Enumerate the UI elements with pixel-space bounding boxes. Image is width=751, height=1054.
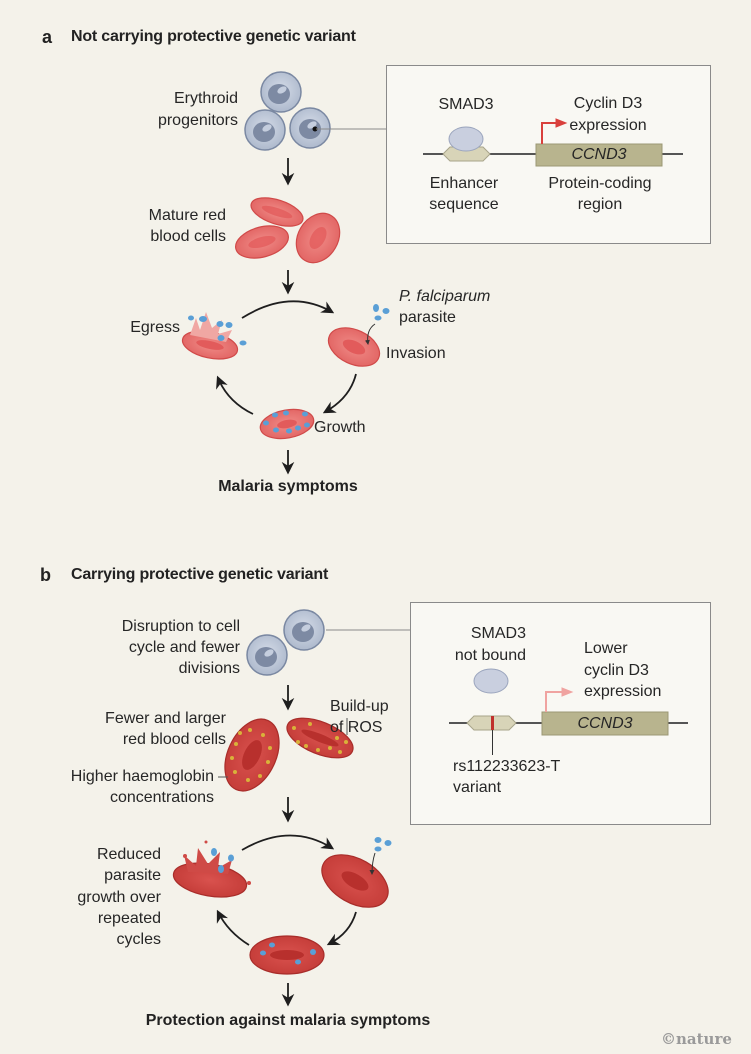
reduced-growth-label-line5: cycles	[116, 931, 161, 948]
erythroid-progenitor-cells	[244, 71, 331, 151]
smad3-label: SMAD3	[438, 96, 494, 113]
progenitor-cells-b	[246, 609, 325, 676]
reduced-transcription-arrow-icon	[545, 687, 574, 712]
growth-cell-b	[249, 935, 325, 975]
cycle-arrow	[322, 373, 357, 414]
protection-outcome: Protection against malaria symptoms	[145, 1012, 431, 1029]
fewer-rbc-label-line2: red blood cells	[122, 731, 226, 748]
gene-diagram-b	[449, 668, 688, 755]
growth-cell	[259, 408, 315, 440]
invasion-cell	[327, 304, 390, 367]
disruption-label-line3: divisions	[178, 660, 240, 677]
reduced-growth-label-line1: Reduced	[96, 846, 161, 863]
cycle-arrow	[326, 911, 357, 946]
smad3-label-line1: SMAD3	[470, 625, 526, 642]
variant-marker	[491, 716, 494, 730]
cycle-arrow	[241, 300, 335, 319]
expression-label-line2: cyclin D3	[584, 662, 649, 679]
reduced-growth-label-line2: parasite	[104, 867, 161, 884]
panel-b-letter: b	[40, 565, 51, 585]
variant-label-line2: variant	[453, 779, 502, 796]
expression-label-line1: Lower	[584, 640, 628, 657]
progenitor-cell	[260, 71, 302, 113]
ros-label-line2: of ROS	[330, 719, 383, 736]
growth-label: Growth	[314, 419, 366, 436]
transcription-arrow-icon	[541, 118, 568, 144]
ros-dots	[230, 722, 348, 782]
progenitor-cell	[289, 107, 331, 149]
enhancer-icon	[442, 146, 491, 162]
coding-label-line1: Protein-coding	[548, 175, 652, 192]
expression-label-line1: Cyclin D3	[573, 95, 643, 112]
ros-label-line1: Build-up	[330, 698, 389, 715]
gene-diagram-a	[423, 118, 683, 167]
gene-inset-a: SMAD3 Cyclin D3 expression CCND3 Enhance…	[386, 65, 711, 244]
fewer-rbc-label-line1: Fewer and larger	[105, 710, 226, 727]
smad3-protein-icon	[448, 126, 484, 152]
mature-rbc-label-line1: Mature red	[148, 207, 226, 224]
panel-b-title: Carrying protective genetic variant	[71, 566, 329, 583]
parasite-label-line1: P. falciparum	[399, 288, 491, 305]
parasite-label-line2: parasite	[399, 309, 456, 326]
ccnd3-gene-box	[535, 143, 663, 167]
expression-label-line2: expression	[569, 117, 647, 134]
reduced-growth-label-line4: repeated	[97, 910, 161, 927]
haemoglobin-label-line1: Higher haemoglobin	[70, 768, 214, 785]
mature-rbc-label-line2: blood cells	[150, 228, 226, 245]
disruption-label-line2: cycle and fewer	[128, 639, 240, 656]
cycle-arrow	[216, 375, 254, 415]
nature-credit: ©nature	[661, 1030, 732, 1048]
expression-label-line3: expression	[584, 683, 662, 700]
smad3-label-line2: not bound	[454, 647, 526, 664]
gene-inset-b: SMAD3 not bound Lower cyclin D3 expressi…	[410, 602, 711, 825]
gene-name: CCND3	[577, 715, 633, 732]
larger-red-blood-cells	[224, 717, 354, 792]
egress-cell-b	[172, 840, 251, 898]
reduced-growth-label-line3: growth over	[77, 889, 161, 906]
invasion-label: Invasion	[386, 345, 446, 362]
cycle-arrow	[216, 909, 250, 946]
smad3-protein-icon	[473, 668, 509, 694]
coding-label-line2: region	[577, 196, 623, 213]
egress-label: Egress	[130, 319, 180, 336]
mature-red-blood-cells	[235, 197, 341, 264]
erythroid-label-line2: progenitors	[157, 112, 238, 129]
malaria-symptoms-outcome: Malaria symptoms	[218, 478, 358, 495]
invasion-cell-b	[321, 837, 392, 908]
ccnd3-gene-box	[541, 711, 669, 736]
haemoglobin-label-line2: concentrations	[109, 789, 214, 806]
enhancer-label-line1: Enhancer	[429, 175, 499, 192]
panel-a-letter: a	[42, 27, 53, 47]
cycle-arrow	[241, 834, 335, 851]
disruption-label-line1: Disruption to cell	[121, 618, 240, 635]
egress-cell	[181, 312, 247, 360]
variant-label-line1: rs112233623-T	[453, 758, 561, 775]
progenitor-cell	[244, 109, 286, 151]
enhancer-label-line2: sequence	[429, 196, 499, 213]
panel-a-title: Not carrying protective genetic variant	[71, 28, 356, 45]
erythroid-label-line1: Erythroid	[173, 90, 238, 107]
gene-name: CCND3	[571, 146, 627, 163]
